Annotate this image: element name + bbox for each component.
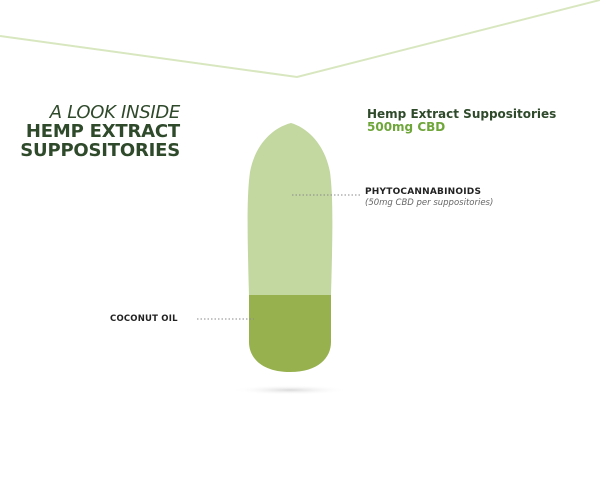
product-info: Hemp Extract Suppositories 500mg CBD bbox=[367, 107, 557, 135]
phytocannabinoids-callout: PHYTOCANNABINOIDS (50mg CBD per supposit… bbox=[365, 187, 493, 209]
coconut-oil-label: COCONUT OIL bbox=[110, 314, 178, 324]
suppository-bottom-layer bbox=[247, 295, 333, 372]
suppository-top-layer bbox=[247, 123, 333, 295]
heading-line-1: HEMP EXTRACT bbox=[25, 120, 180, 142]
suppository-illustration bbox=[247, 123, 333, 372]
phytocannabinoids-note: (50mg CBD per suppositories) bbox=[365, 198, 494, 209]
product-dose: 500mg CBD bbox=[367, 120, 446, 135]
phytocannabinoids-label: PHYTOCANNABINOIDS bbox=[365, 187, 482, 197]
suppository-shadow bbox=[232, 385, 348, 395]
product-name: Hemp Extract Suppositories bbox=[367, 107, 557, 121]
heading-kicker: A LOOK INSIDE bbox=[49, 102, 181, 123]
heading-line-2: SUPPOSITORIES bbox=[20, 139, 180, 161]
page-heading: A LOOK INSIDE HEMP EXTRACT SUPPOSITORIES bbox=[18, 102, 181, 161]
header-divider-line bbox=[0, 0, 600, 79]
